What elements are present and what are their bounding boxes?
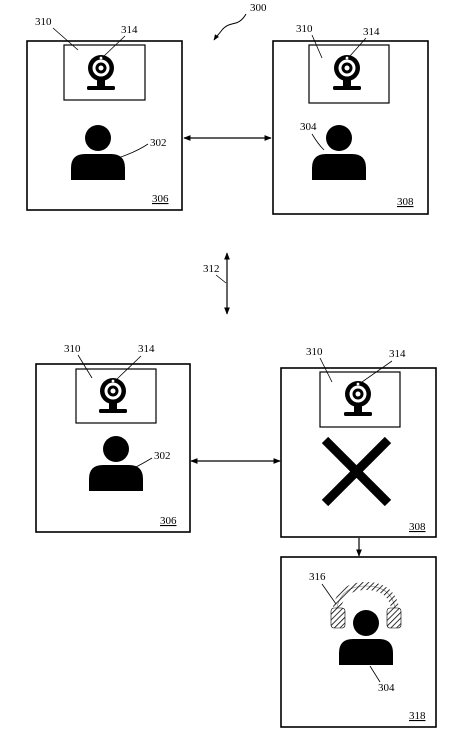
camera-ref-label: 314 [138,343,155,355]
video-screen [75,368,157,424]
panel-ref-label: 306 [152,193,169,205]
camera-ref-leader [349,37,367,57]
screen-ref-label: 310 [35,16,52,28]
bottom-left-panel: 310 314 302 306 [35,343,191,533]
panel-ref-label: 318 [409,710,426,722]
person-ref-label: 302 [150,137,167,149]
person-ref-label: 304 [300,121,317,133]
screen-ref-leader [311,34,323,59]
person-ref-label: 302 [154,450,171,462]
headset-icon [330,581,402,629]
screen-ref-label: 310 [306,346,323,358]
top-left-panel: 310 314 302 306 [26,16,183,211]
webcam-icon [99,378,127,413]
figure-ref-300-leader [213,13,247,41]
person-icon [89,436,143,491]
transition-ref-leader [215,274,227,284]
camera-ref-leader [361,360,393,383]
video-screen [63,44,146,101]
person-ref-label: 304 [378,682,395,694]
panel-frame [35,363,191,533]
screen-ref-leader [319,357,333,383]
person-ref-leader [117,143,149,159]
top-right-panel: 310 314 304 308 [272,23,429,215]
transition-ref-label: 312 [203,263,220,275]
panel-ref-label: 308 [397,196,414,208]
person-icon [312,125,366,180]
person-icon [339,610,393,665]
camera-ref-label: 314 [121,24,138,36]
panel-frame [280,367,437,538]
screen-ref-leader [77,354,93,379]
bottom-right-panel: 310 314 308 [280,346,437,538]
panel-frame [280,556,437,728]
camera-ref-leader [103,35,126,57]
headset-ref-label: 316 [309,571,326,583]
person-ref-leader [311,133,325,151]
panel-frame [26,40,183,211]
camera-ref-leader [116,355,142,380]
x-mark-icon [321,436,392,507]
camera-ref-label: 314 [389,348,406,360]
person-ref-leader [133,457,153,469]
webcam-icon [344,381,372,416]
panel-ref-label: 308 [409,521,426,533]
video-screen [319,371,401,428]
person-icon [71,125,125,180]
headset-panel: 316 304 318 [280,556,437,728]
webcam-icon [333,55,361,90]
panel-ref-label: 306 [160,515,177,527]
camera-ref-label: 314 [363,26,380,38]
headset-ref-leader [321,583,337,605]
video-screen [308,44,390,104]
screen-ref-label: 310 [296,23,313,35]
screen-ref-label: 310 [64,343,81,355]
webcam-icon [87,55,115,90]
person-ref-leader [369,665,381,683]
screen-ref-leader [52,27,79,51]
figure-ref-300: 300 [250,2,267,14]
panel-frame [272,40,429,215]
